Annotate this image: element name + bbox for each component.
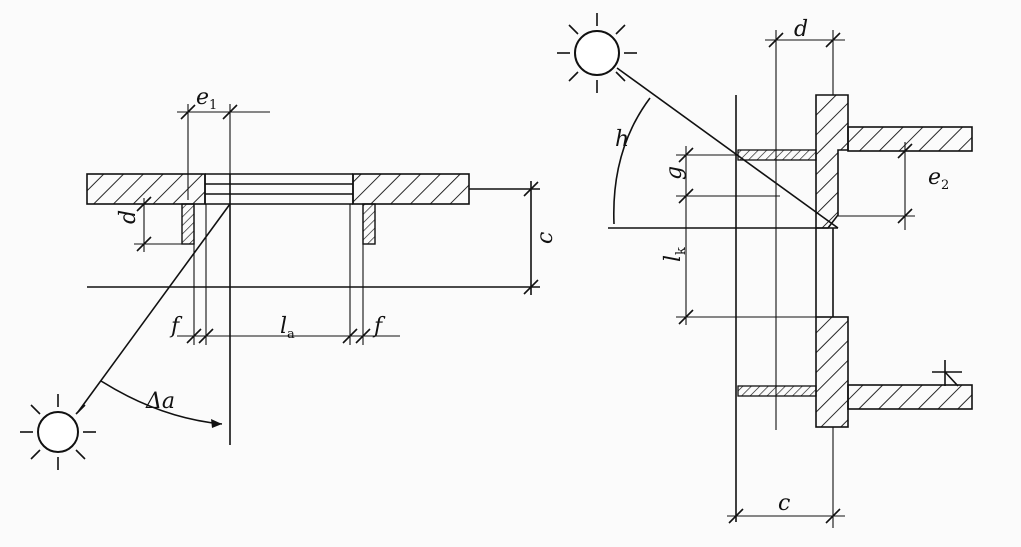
label-d-right: d	[794, 17, 808, 42]
label-c-left: c	[533, 232, 558, 244]
right-diagram: d h e2 g lk c	[557, 13, 973, 528]
sun-icon-left	[20, 394, 96, 470]
left-sun-ray	[77, 203, 231, 413]
right-shelf-lower	[737, 385, 817, 397]
right-wall-upper	[815, 94, 849, 229]
right-angle-arc	[612, 97, 651, 225]
left-fin-2	[362, 203, 376, 245]
level-marker-icon	[932, 360, 962, 387]
label-la: la	[280, 314, 295, 342]
right-wall-lower	[815, 316, 849, 428]
left-diagram: e1 d c f f la Δa	[20, 85, 558, 470]
left-angle-arc	[100, 380, 223, 425]
label-e2: e2	[928, 165, 949, 193]
label-d-left: d	[116, 210, 141, 224]
right-upper-slab	[847, 126, 973, 152]
left-slab	[86, 173, 470, 205]
label-f-right: f	[372, 314, 386, 339]
label-h: h	[615, 127, 629, 152]
right-sun-ray	[616, 67, 839, 229]
label-c-right: c	[778, 491, 790, 516]
right-lower-slab	[847, 384, 973, 410]
sun-icon-right	[557, 13, 637, 93]
label-delta-a: Δa	[145, 389, 175, 414]
left-fin-1	[181, 203, 195, 245]
label-g: g	[662, 166, 687, 180]
label-e1: e1	[196, 85, 217, 113]
label-lk: lk	[661, 247, 689, 262]
right-shelf-upper	[737, 149, 817, 161]
label-f-left: f	[169, 314, 183, 339]
